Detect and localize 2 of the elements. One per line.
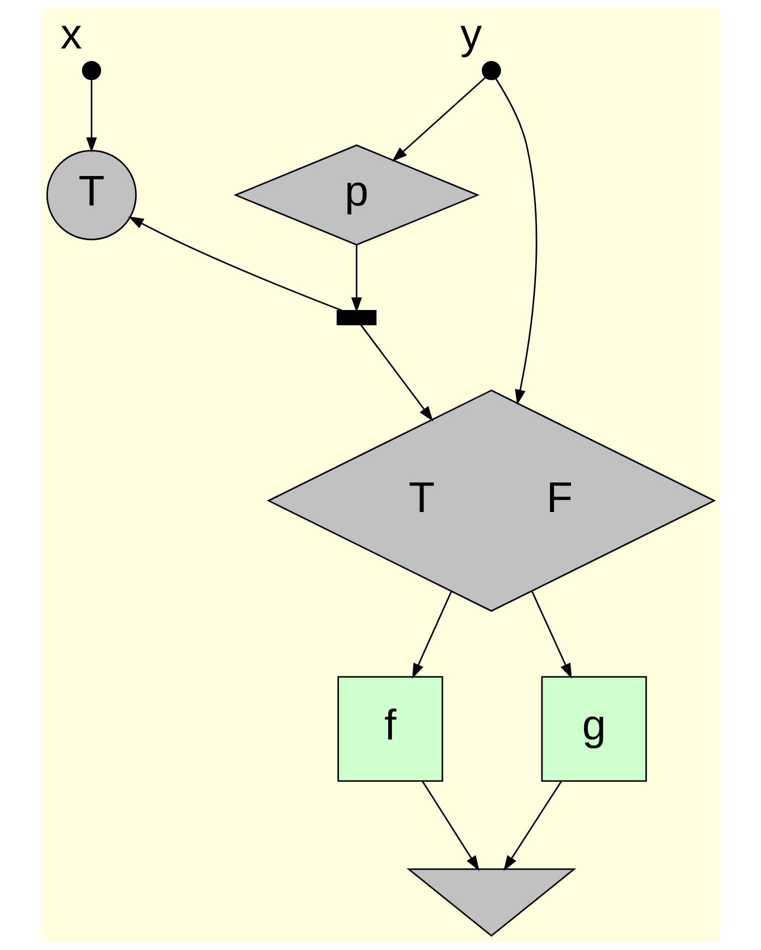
- node-label: y: [460, 10, 482, 59]
- node-label: x: [60, 10, 82, 59]
